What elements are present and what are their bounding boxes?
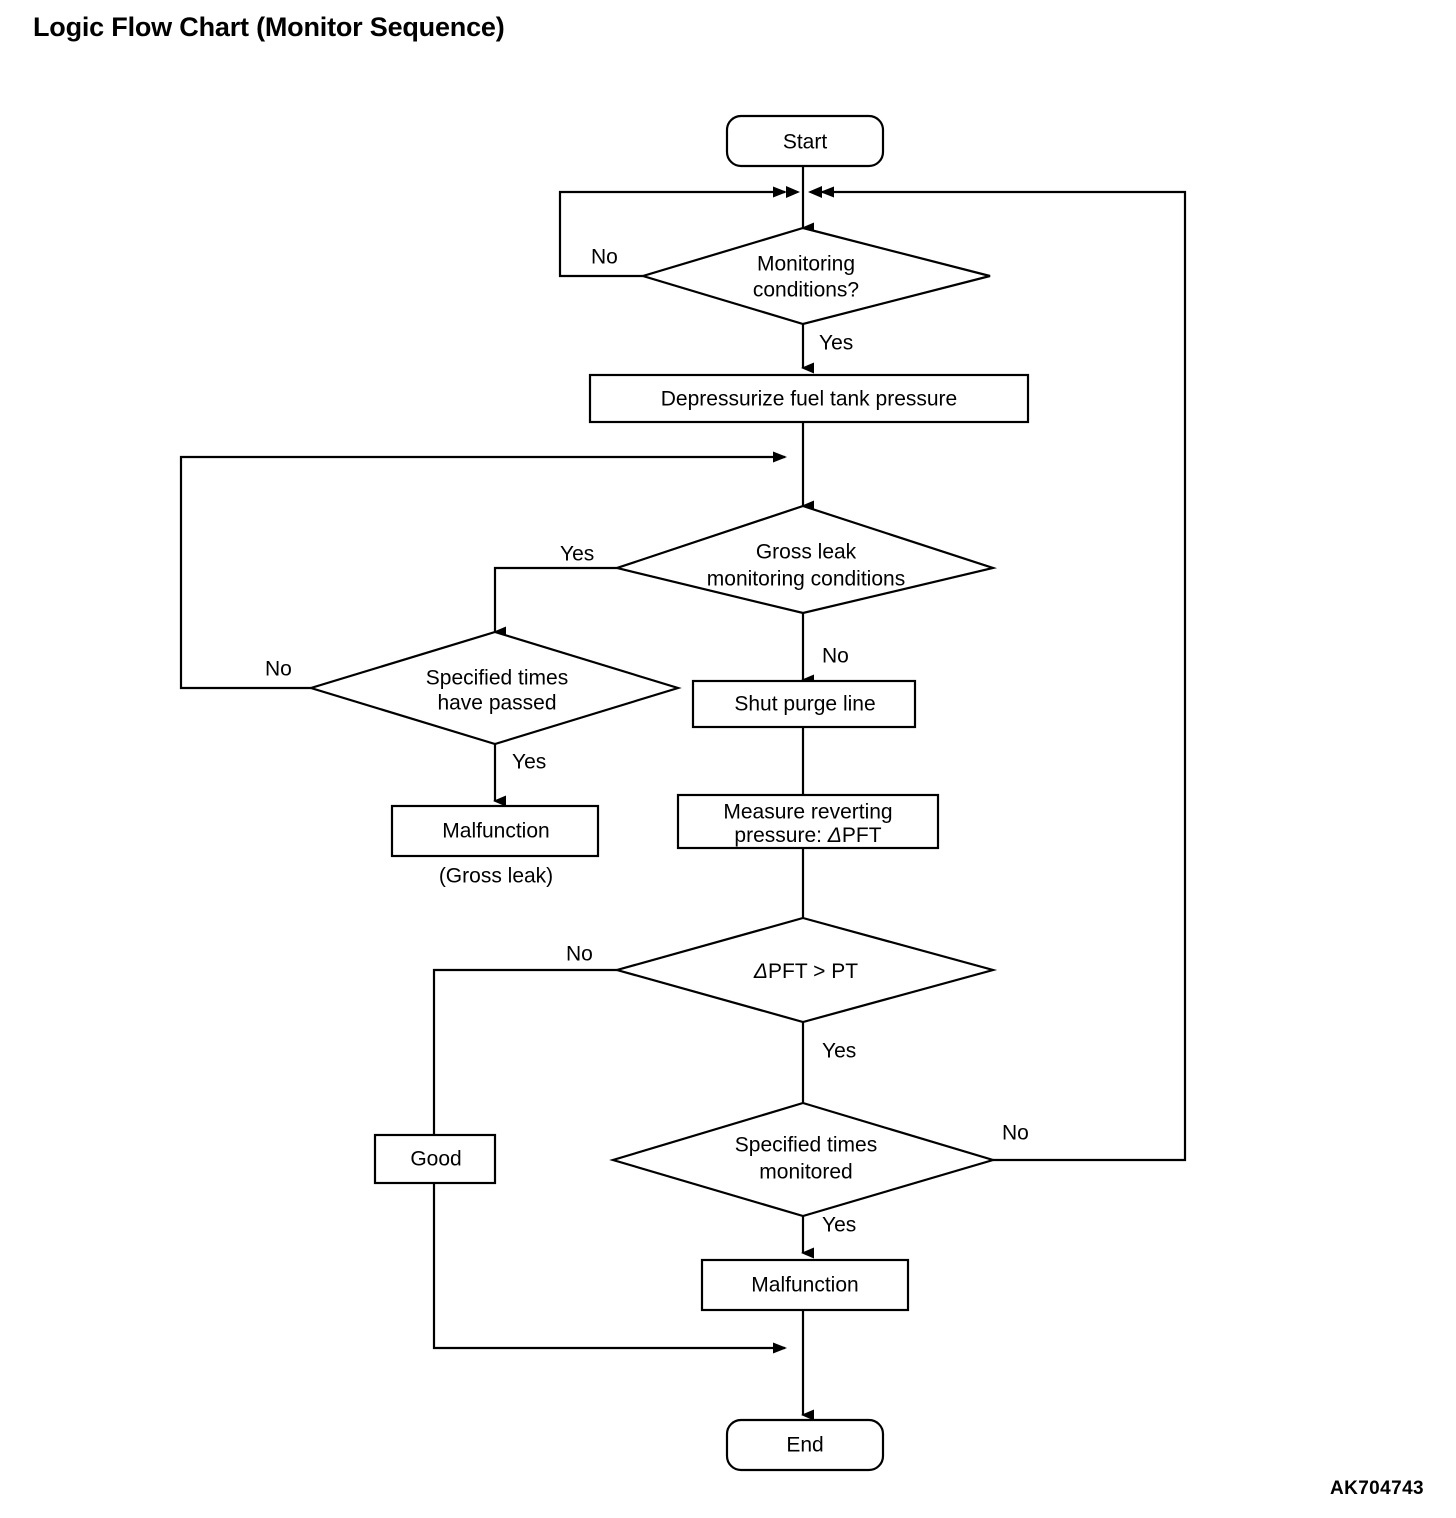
node-start[interactable]: Start bbox=[725, 114, 885, 168]
node-good[interactable]: Good bbox=[373, 1133, 497, 1185]
start-terminator-shape bbox=[725, 114, 885, 168]
pft-label-rest: PFT > PT bbox=[768, 960, 858, 983]
measure-label-line2: pressure: ΔPFT bbox=[734, 824, 881, 847]
edge-label-grossleak-no: No bbox=[822, 645, 849, 668]
edge-label-spec-monitored-no: No bbox=[1002, 1122, 1029, 1145]
node-shut-purge-line[interactable]: Shut purge line bbox=[691, 679, 917, 729]
spec-monitored-label-line2: monitored bbox=[759, 1161, 852, 1184]
spec-passed-label-line2: have passed bbox=[437, 692, 556, 715]
malfunction-label: Malfunction bbox=[751, 1274, 858, 1297]
edge-spec-monitored-no-loop bbox=[820, 186, 1187, 1162]
node-malfunction[interactable]: Malfunction bbox=[700, 1258, 910, 1312]
start-label: Start bbox=[783, 131, 828, 154]
spec-passed-decision-shape bbox=[307, 630, 682, 746]
edge-label-grossleak-yes: Yes bbox=[560, 543, 594, 566]
delta-symbol-icon: Δ bbox=[827, 824, 842, 847]
node-monitoring-conditions[interactable]: Monitoring conditions? bbox=[639, 226, 991, 326]
end-terminator-shape bbox=[725, 1418, 885, 1472]
pft-decision-shape bbox=[612, 916, 998, 1024]
shut-purge-label: Shut purge line bbox=[734, 693, 875, 716]
edge-label-spec-passed-yes: Yes bbox=[512, 751, 546, 774]
arrowhead-right-loop-into-junction bbox=[808, 186, 822, 198]
depressurize-label: Depressurize fuel tank pressure bbox=[661, 388, 957, 411]
pft-label: ΔPFT > PT bbox=[753, 960, 858, 983]
spec-monitored-label-line1: Specified times bbox=[735, 1134, 877, 1157]
good-label: Good bbox=[410, 1148, 461, 1171]
delta-symbol-icon-2: Δ bbox=[753, 960, 768, 983]
malfunction-process-shape bbox=[700, 1258, 910, 1312]
monitoring-label-line2: conditions? bbox=[753, 279, 859, 302]
depressurize-process-shape bbox=[588, 373, 1030, 424]
measure-process-shape bbox=[676, 793, 940, 850]
node-depressurize[interactable]: Depressurize fuel tank pressure bbox=[588, 373, 1030, 424]
edge-monitoring-no-loop bbox=[558, 186, 787, 278]
edge-good-to-end bbox=[432, 1183, 787, 1354]
spec-passed-label-line1: Specified times bbox=[426, 667, 568, 690]
node-measure-reverting-pressure[interactable]: Measure reverting pressure: ΔPFT bbox=[676, 793, 940, 850]
page-title: Logic Flow Chart (Monitor Sequence) bbox=[33, 12, 505, 42]
edge-label-monitoring-no: No bbox=[591, 246, 618, 269]
node-specified-times-monitored[interactable]: Specified times monitored bbox=[609, 1101, 997, 1218]
node-malfunction-gross-leak[interactable]: Malfunction (Gross leak) bbox=[390, 804, 600, 888]
node-pft-greater-than-pt[interactable]: ΔPFT > PT bbox=[612, 916, 998, 1024]
monitoring-label-line1: Monitoring bbox=[757, 253, 855, 276]
arrowhead-left-loop-into-junction bbox=[786, 186, 800, 198]
edge-spec-passed-no-loop bbox=[179, 451, 787, 690]
edge-label-spec-monitored-yes: Yes bbox=[822, 1214, 856, 1237]
edge-label-monitoring-yes: Yes bbox=[819, 332, 853, 355]
node-end[interactable]: End bbox=[725, 1418, 885, 1472]
edge-label-pft-yes: Yes bbox=[822, 1040, 856, 1063]
end-label: End bbox=[786, 1434, 823, 1457]
edge-label-pft-no: No bbox=[566, 943, 593, 966]
measure-line2-prefix: pressure: bbox=[734, 824, 827, 847]
good-process-shape bbox=[373, 1133, 497, 1185]
monitoring-decision-shape bbox=[639, 226, 991, 326]
shut-purge-process-shape bbox=[691, 679, 917, 729]
measure-label-line1: Measure reverting bbox=[723, 801, 892, 824]
edge-grossleak-yes bbox=[493, 566, 617, 638]
node-gross-leak-conditions[interactable]: Gross leak monitoring conditions bbox=[613, 504, 998, 615]
edge-pft-no-to-good bbox=[432, 968, 617, 1135]
grossleak-decision-shape bbox=[613, 504, 998, 615]
edge-label-spec-passed-no: No bbox=[265, 658, 292, 681]
node-specified-times-have-passed[interactable]: Specified times have passed bbox=[307, 630, 682, 746]
document-code: AK704743 bbox=[1329, 1478, 1424, 1499]
measure-line2-suffix: PFT bbox=[842, 824, 882, 847]
malfunction-gross-label: Malfunction bbox=[442, 820, 549, 843]
malfunction-gross-process-shape bbox=[390, 804, 600, 858]
malfunction-gross-caption: (Gross leak) bbox=[439, 865, 553, 888]
spec-monitored-decision-shape bbox=[609, 1101, 997, 1218]
grossleak-label-line2: monitoring conditions bbox=[707, 568, 905, 591]
grossleak-label-line1: Gross leak bbox=[756, 541, 857, 564]
